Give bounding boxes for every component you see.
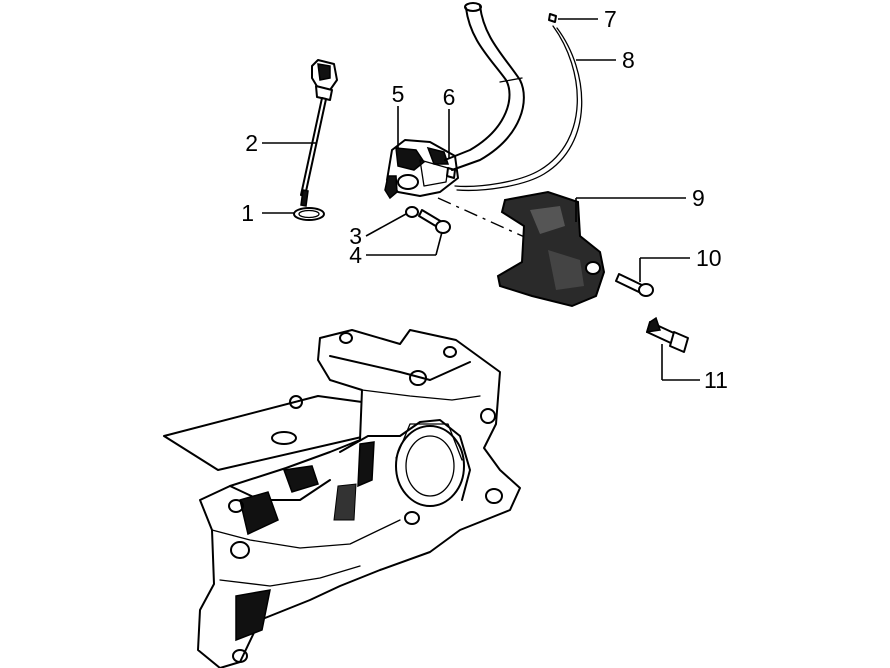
main-hose (444, 2, 525, 171)
dipstick-part[interactable] (300, 59, 338, 207)
callout-11: 11 (704, 367, 728, 393)
plug-bolt-part[interactable] (645, 316, 689, 353)
callout-7: 7 (604, 6, 617, 32)
callout-1: 1 (241, 200, 254, 226)
callout-3: 3 (349, 223, 362, 249)
callout-5: 5 (392, 81, 405, 107)
washer-part[interactable] (405, 206, 419, 218)
pump-body-part[interactable] (384, 139, 459, 200)
pipe-end-part[interactable] (548, 13, 557, 23)
callout-4: 4 (349, 242, 362, 268)
callout-6: 6 (443, 84, 456, 110)
callout-2: 2 (245, 130, 258, 156)
callout-10: 10 (696, 245, 722, 271)
cover-gasket-part[interactable] (496, 190, 606, 308)
bolt-part[interactable] (615, 273, 654, 297)
o-ring-part[interactable] (293, 207, 325, 221)
screw-part[interactable] (418, 209, 451, 234)
crankcase-part (163, 329, 521, 668)
leader-lines (262, 18, 700, 381)
callout-8: 8 (622, 47, 635, 73)
thin-tube-part[interactable] (454, 25, 583, 192)
callout-9: 9 (692, 185, 705, 211)
